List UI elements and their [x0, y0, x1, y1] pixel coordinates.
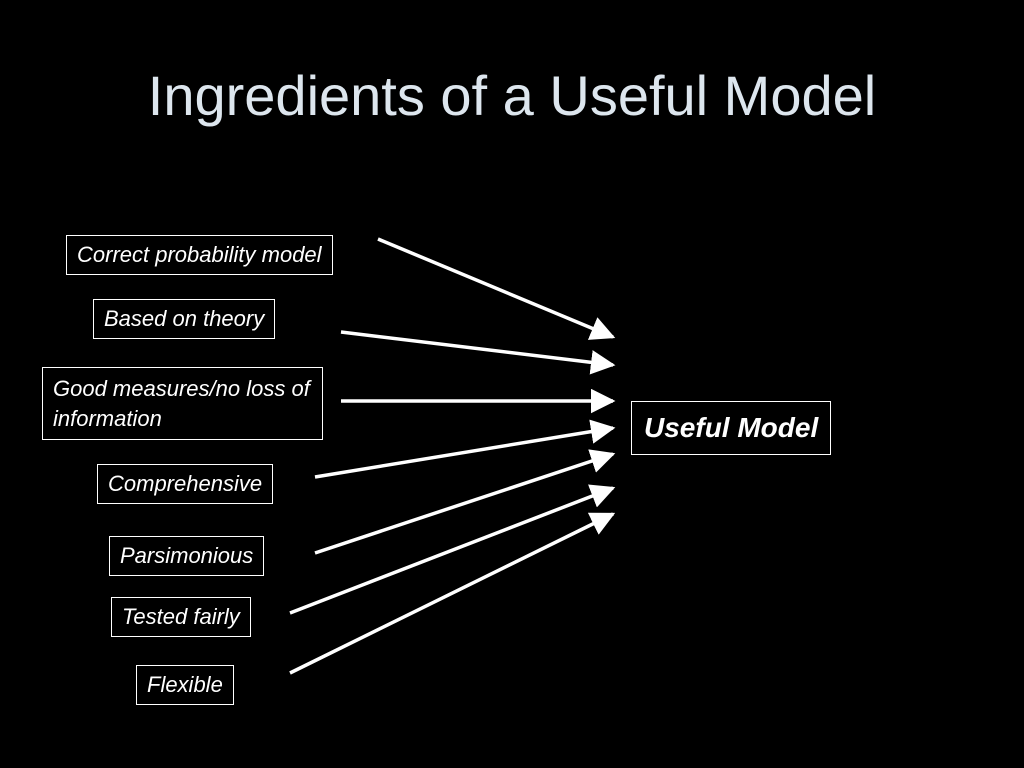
- node-tested-fairly: Tested fairly: [111, 597, 251, 637]
- arrow-tested-fairly: [289, 484, 616, 615]
- arrow-comprehensive: [314, 419, 616, 479]
- node-parsimonious: Parsimonious: [109, 536, 265, 576]
- arrow-flexible: [289, 512, 616, 675]
- node-good-measures: Good measures/no loss of information: [42, 367, 323, 440]
- arrow-parsimonious: [314, 449, 616, 555]
- node-flexible: Flexible: [136, 665, 234, 705]
- node-correct-probability-model: Correct probability model: [66, 235, 333, 275]
- node-based-on-theory: Based on theory: [93, 299, 276, 339]
- node-useful-model: Useful Model: [631, 401, 832, 455]
- arrow-correct-probability-model: [377, 237, 616, 340]
- node-comprehensive: Comprehensive: [97, 464, 274, 504]
- arrow-based-on-theory: [340, 330, 616, 375]
- slide-title: Ingredients of a Useful Model: [147, 64, 877, 127]
